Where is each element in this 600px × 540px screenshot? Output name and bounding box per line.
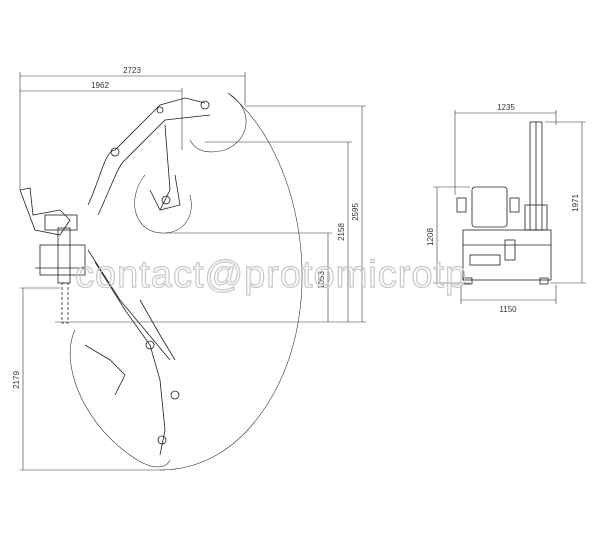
- label-dig-depth: 2179: [12, 371, 21, 389]
- bucket-arc-top: [189, 92, 247, 153]
- machine-side-view: [19, 97, 211, 456]
- label-reach-partial: 1962: [91, 81, 109, 90]
- dimension-overall-width: [454, 110, 557, 195]
- bucket-arc-low: [69, 329, 171, 468]
- dimension-reach-partial: [20, 88, 183, 150]
- dimension-reach-total: [19, 72, 246, 190]
- dimension-height-mid: [205, 141, 352, 322]
- label-base-width: 1150: [499, 305, 517, 314]
- label-height-max: 2595: [351, 203, 360, 221]
- label-reach-total: 2723: [123, 66, 141, 75]
- machine-front-view: [456, 121, 552, 285]
- watermark: contact@protomicrotp: [75, 254, 467, 296]
- label-overall-width: 1235: [497, 103, 515, 112]
- dimension-height-max: [245, 105, 366, 322]
- label-seat-height: 1208: [426, 228, 435, 246]
- label-height-low: 1053: [317, 271, 326, 289]
- dimension-overall-height: [545, 121, 586, 284]
- dimension-dig-depth: [20, 287, 165, 471]
- label-overall-height: 1971: [571, 194, 580, 212]
- bucket-arc-mid: [134, 174, 192, 234]
- dimension-height-low: [165, 232, 332, 322]
- dimension-base-width: [460, 285, 557, 304]
- label-height-mid: 2158: [337, 223, 346, 241]
- reach-envelope: [159, 92, 303, 471]
